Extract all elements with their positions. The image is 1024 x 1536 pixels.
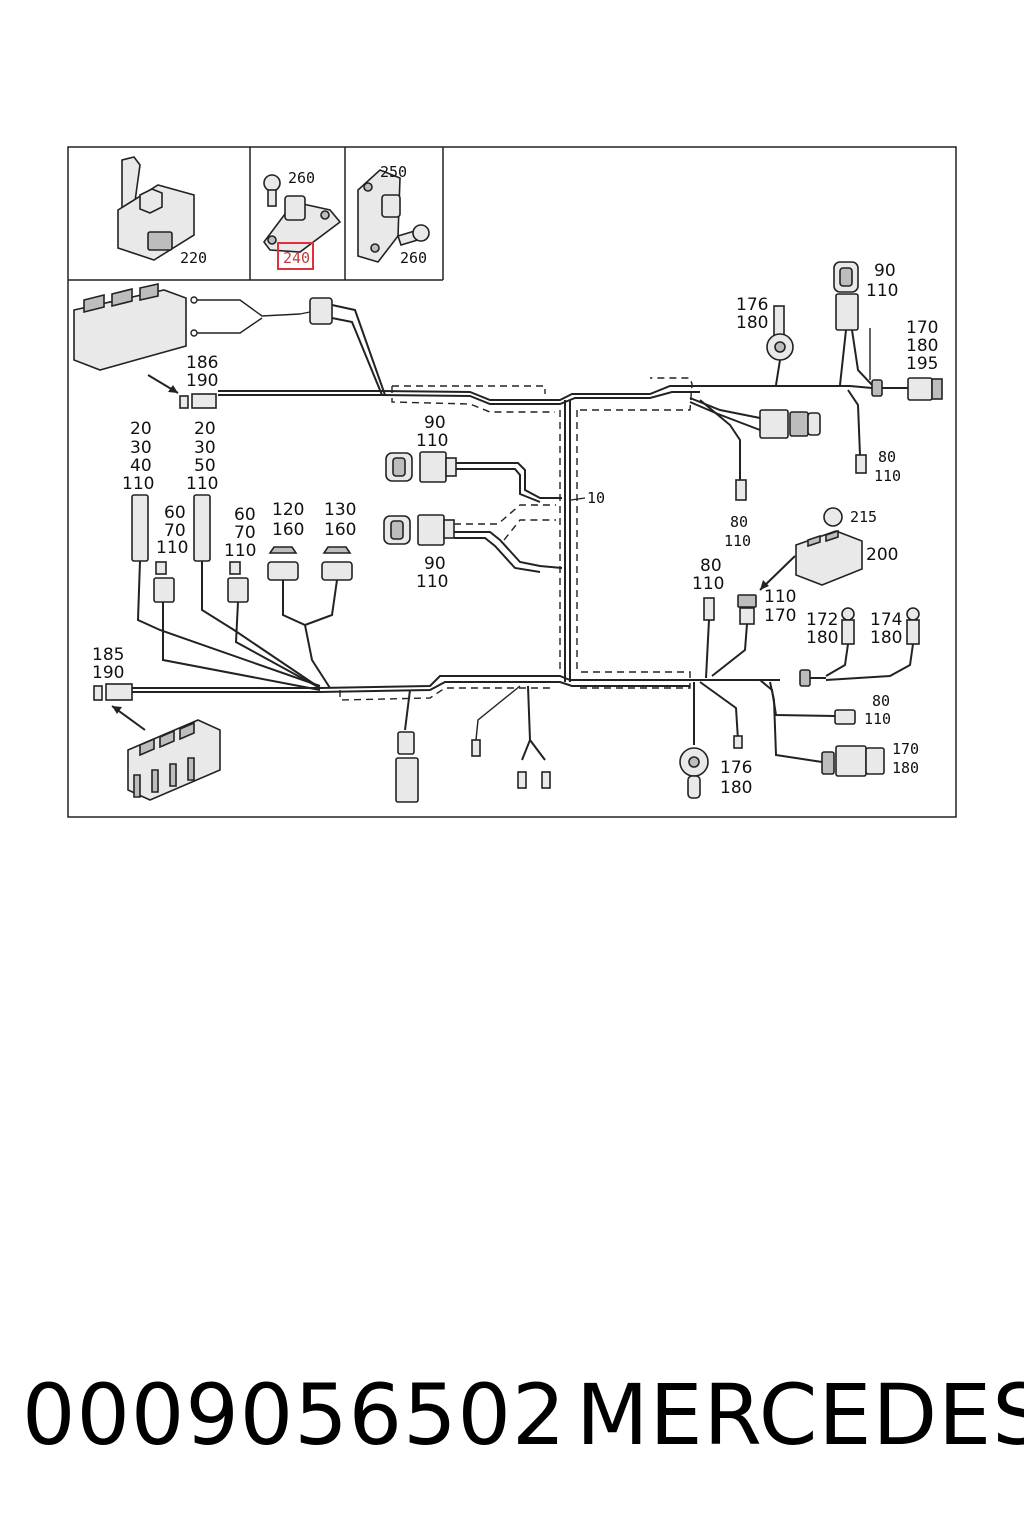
label-80-b: 80	[730, 513, 748, 531]
label-l1-20: 20	[130, 419, 152, 439]
label-110-h: 110	[864, 710, 891, 728]
label-186: 186	[186, 353, 218, 373]
module-200[interactable]: 215 200	[759, 507, 898, 591]
label-l2-30: 30	[194, 438, 216, 458]
label-80-d: 80	[872, 692, 890, 710]
lower-trunk	[126, 671, 780, 701]
wiring-diagram: 220 260 240 250 260	[67, 146, 957, 818]
label-172: 172	[806, 610, 838, 630]
label-90-b: 90	[424, 413, 446, 433]
label-170-b: 170	[764, 606, 796, 626]
antenna-wires	[190, 296, 386, 396]
left-connectors: 20 30 40 110 20 30 50 110 60 70 110 60 7…	[122, 419, 356, 691]
label-80-a: 80	[878, 448, 896, 466]
label-190-b: 190	[92, 663, 124, 683]
label-10: 10	[587, 489, 605, 507]
label-l5-160: 160	[272, 520, 304, 540]
label-90-c: 90	[424, 554, 446, 574]
upper-right-cluster: 90 110 176 180 170 180 195 80 110 80 110	[689, 261, 943, 550]
label-l2-110: 110	[186, 474, 218, 494]
label-110-c: 110	[874, 467, 901, 485]
label-l4-110: 110	[224, 541, 256, 561]
lower-right-cluster: 80 110 110 170 172 180 174 180 80 110 17…	[679, 556, 920, 799]
label-l3-110: 110	[156, 538, 188, 558]
label-240: 240	[283, 249, 310, 267]
sensor-connector-lower[interactable]: 90 110	[383, 504, 563, 592]
label-176-b: 176	[720, 758, 752, 778]
upper-trunk: 186 190	[179, 353, 850, 413]
bottom-connectors	[395, 685, 551, 803]
label-185: 185	[92, 645, 124, 665]
label-260-b: 260	[288, 169, 315, 187]
label-180-f: 180	[720, 778, 752, 798]
label-220: 220	[180, 249, 207, 267]
label-80-c: 80	[700, 556, 722, 576]
label-180-c: 180	[806, 628, 838, 648]
label-l3-60: 60	[164, 503, 186, 523]
label-l6-130: 130	[324, 500, 356, 520]
label-170-c: 170	[892, 740, 919, 758]
label-l1-40: 40	[130, 456, 152, 476]
sensor-240-part[interactable]: 260 240	[263, 169, 342, 270]
part-number: 0009056502	[22, 1366, 567, 1464]
label-l3-70: 70	[164, 521, 186, 541]
label-l2-50: 50	[194, 456, 216, 476]
label-110-e: 110	[416, 572, 448, 592]
label-l4-70: 70	[234, 523, 256, 543]
central-trunk: 10	[559, 400, 605, 682]
label-195: 195	[906, 354, 938, 374]
label-180-a: 180	[736, 313, 768, 333]
label-l6-160: 160	[324, 520, 356, 540]
inset-panels	[68, 147, 444, 281]
sensor-connector-upper[interactable]: 90 110	[385, 413, 562, 503]
label-174: 174	[870, 610, 902, 630]
label-90-a: 90	[874, 261, 896, 281]
label-110-f: 110	[692, 574, 724, 594]
label-l4-60: 60	[234, 505, 256, 525]
label-176-a: 176	[736, 295, 768, 315]
label-110-b: 110	[416, 431, 448, 451]
label-l1-30: 30	[130, 438, 152, 458]
label-l5-120: 120	[272, 500, 304, 520]
label-l2-20: 20	[194, 419, 216, 439]
label-215: 215	[850, 508, 877, 526]
control-unit-top[interactable]	[73, 283, 187, 394]
label-110-d: 110	[724, 532, 751, 550]
brand-name: MERCEDES	[576, 1366, 1024, 1464]
label-250: 250	[380, 163, 407, 181]
bracket-250-part[interactable]: 250 260	[357, 163, 430, 267]
diagram-frame	[67, 146, 957, 818]
label-110-g: 110	[764, 587, 796, 607]
label-200: 200	[866, 545, 898, 565]
fuse-box-lower[interactable]: 185 190	[92, 645, 221, 801]
label-170-a: 170	[906, 318, 938, 338]
level-sensor-part[interactable]: 220	[117, 156, 207, 267]
label-180-b: 180	[906, 336, 938, 356]
label-190-a: 190	[186, 371, 218, 391]
label-260-c: 260	[400, 249, 427, 267]
label-180-e: 180	[892, 759, 919, 777]
highlight-box	[277, 242, 314, 270]
label-110-a: 110	[866, 281, 898, 301]
label-l1-110: 110	[122, 474, 154, 494]
label-180-d: 180	[870, 628, 902, 648]
footer: 0009056502 MERCEDES	[0, 1365, 1024, 1475]
